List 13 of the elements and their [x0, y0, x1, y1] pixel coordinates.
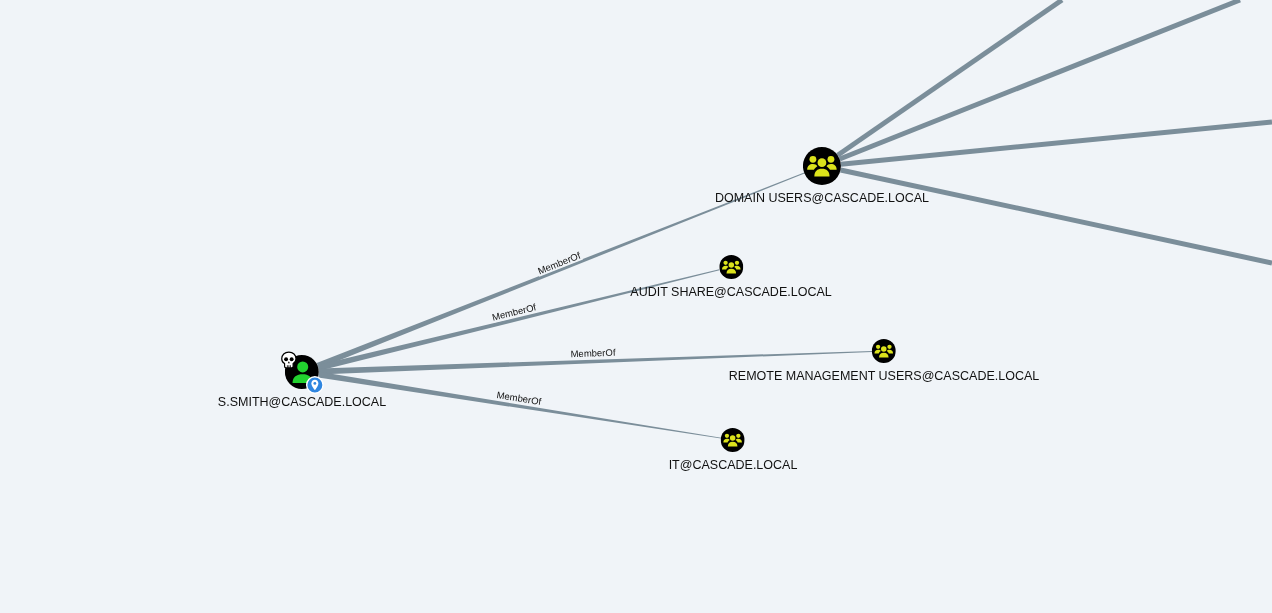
edge-label: MemberOf — [569, 346, 617, 360]
edge-line — [840, 167, 1272, 266]
node-label: REMOTE MANAGEMENT USERS@CASCADE.LOCAL — [728, 369, 1040, 384]
edge-line — [318, 371, 722, 439]
edge-line — [836, 0, 1064, 158]
edge-line — [317, 269, 720, 371]
edge-line — [840, 119, 1272, 167]
node-label: AUDIT SHARE@CASCADE.LOCAL — [630, 285, 832, 300]
node-label: S.SMITH@CASCADE.LOCAL — [217, 395, 387, 410]
node-label: DOMAIN USERS@CASCADE.LOCAL — [714, 191, 930, 206]
edge-line — [838, 0, 1241, 162]
node-label: IT@CASCADE.LOCAL — [668, 458, 798, 473]
edge-line — [318, 350, 873, 375]
